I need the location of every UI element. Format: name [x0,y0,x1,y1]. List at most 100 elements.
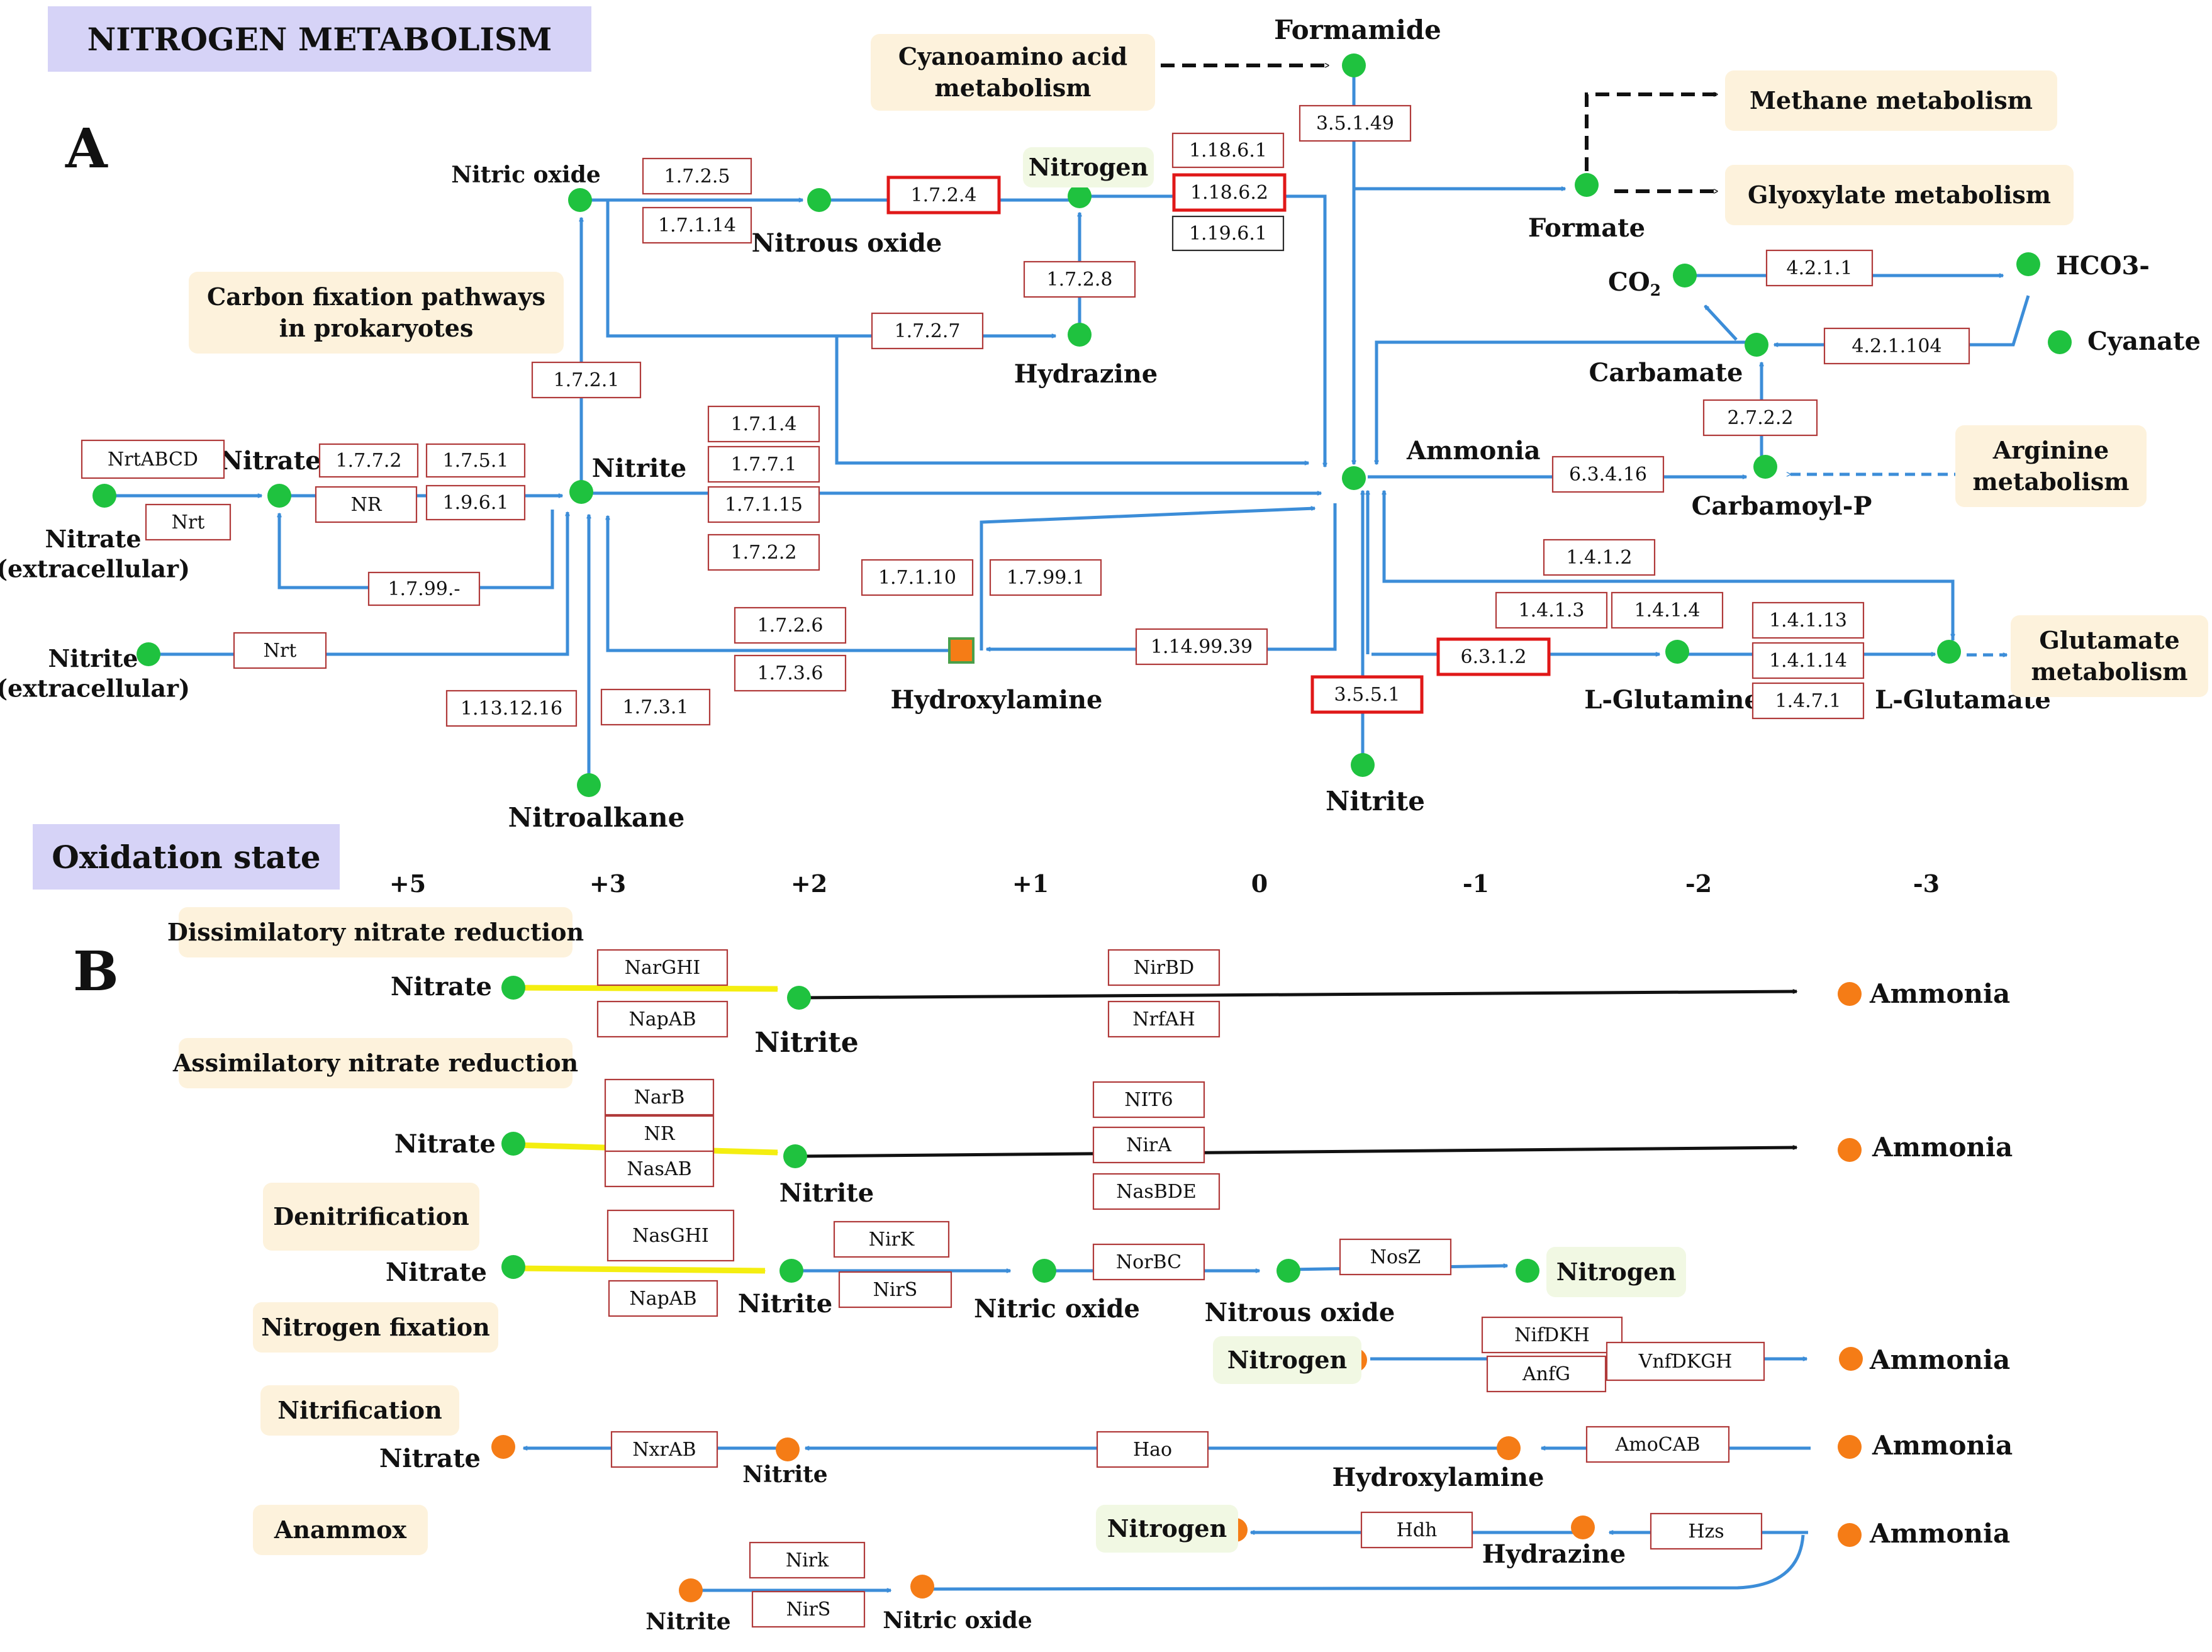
b-enzyme-nirs-anammox-label: NirS [786,1599,831,1621]
b-nit-nitrite-label: Nitrite [742,1461,827,1488]
enzyme-1-7-1-4-label: 1.7.1.4 [731,413,797,435]
enzyme-1-4-1-14: 1.4.1.14 [1751,642,1865,679]
b-enzyme-nosz: NosZ [1339,1238,1452,1276]
label-ext-nitrate: Nitrate(extracellular) [0,525,190,583]
node-nitrogen-pill: Nitrogen [1023,147,1154,187]
b-enzyme-nifdkh-label: NifDKH [1514,1324,1590,1346]
node-bottom-nitrite [1351,753,1375,777]
b-enzyme-nirs-label: NirS [873,1279,918,1301]
b-ass-ammonia-label: Ammonia [1872,1132,2013,1163]
arrow-ammonia-glutamate [1384,579,1953,638]
label-l-glutamine: L-Glutamine [1584,685,1760,715]
b-enzyme-hdh: Hdh [1360,1511,1473,1549]
enzyme-1-7-2-8-label: 1.7.2.8 [1047,269,1113,291]
b-enzyme-narghi-label: NarGHI [625,957,700,979]
diagram-title: NITROGEN METABOLISM [48,6,591,72]
b-enzyme-nr: NR [604,1115,715,1152]
b-enzyme-nasbde-label: NasBDE [1116,1181,1197,1203]
enzyme-4-2-1-104-label: 4.2.1.104 [1852,335,1941,357]
oxidation-state-title-text: Oxidation state [52,839,320,876]
b-enzyme-nasab: NasAB [604,1150,715,1188]
b-enzyme-norbc-label: NorBC [1116,1251,1181,1273]
enzyme-1-7-99-1-label: 1.7.99.1 [1007,567,1085,589]
b-denitrification-title: Denitrification [263,1183,479,1251]
enzyme-1-7-1-4: 1.7.1.4 [707,405,820,443]
node-ext-nitrate [92,484,116,508]
b-den-nitrousoxide-label: Nitrous oxide [1205,1298,1395,1327]
enzyme-1-7-99: 1.7.99.- [367,571,481,606]
b-enzyme-nira: NirA [1092,1126,1205,1164]
enzyme-1-7-2-4: 1.7.2.4 [886,176,1001,215]
enzyme-2-7-2-2: 2.7.2.2 [1702,399,1818,437]
label-cyanate: Cyanate [2087,326,2201,356]
label-ammonia: Ammonia [1406,436,1541,466]
b-fix-ammonia-node [1839,1347,1863,1371]
arrow-formate-methane [1585,94,1718,171]
enzyme-3-5-5-1: 3.5.5.1 [1310,675,1424,714]
label-nitrite: Nitrite [592,454,686,483]
b-enzyme-norbc: NorBC [1092,1243,1205,1281]
b-enzyme-nifdkh: NifDKH [1481,1316,1623,1354]
b-enzyme-hzs: Hzs [1650,1512,1763,1550]
b-dis-nitrate-node [501,976,525,1000]
b-enzyme-anfg: AnfG [1486,1355,1607,1393]
enzyme-4-2-1-1-label: 4.2.1.1 [1787,257,1853,279]
b-enzyme-nasab-label: NasAB [627,1158,691,1180]
b-enzyme-napab-1-label: NapAB [628,1008,696,1030]
b-den-nitrousoxide-node [1276,1259,1300,1283]
enzyme-4-2-1-104: 4.2.1.104 [1823,327,1970,365]
node-hydrazine [1068,323,1092,347]
enzyme-1-7-1-14-label: 1.7.1.14 [658,215,736,237]
label-bottom-nitrite: Nitrite [1326,786,1425,817]
enzyme-1-7-1-14: 1.7.1.14 [642,206,752,244]
b-dis-ammonia-label: Ammonia [1869,978,2010,1009]
b-nitrification-title: Nitrification [260,1385,459,1436]
b-fixation-title-label: Nitrogen fixation [261,1313,490,1341]
enzyme-1-9-6-1: 1.9.6.1 [425,484,526,521]
b-enzyme-nirs: NirS [838,1271,952,1309]
enzyme-nr-label: NR [351,494,383,516]
enzyme-1-7-1-10: 1.7.1.10 [861,559,974,596]
label-hydrazine: Hydrazine [1014,359,1158,389]
enzyme-1-7-7-2: 1.7.7.2 [318,443,419,478]
b-ana-nitricoxide-label: Nitric oxide [883,1607,1032,1634]
node-nitroalkane [577,773,601,797]
label-co2: CO2 [1608,267,1661,299]
label-nitric-oxide: Nitric oxide [451,162,601,188]
b-den-nitrate-node [501,1255,525,1279]
b-den-nitrogen-pill: Nitrogen [1546,1247,1686,1297]
arrow-carbamate-co2 [1704,304,1738,341]
enzyme-3-5-1-49-label: 3.5.1.49 [1316,113,1394,135]
enzyme-1-7-3-1-label: 1.7.3.1 [623,696,689,718]
line-1727-to-ammonia [835,336,1309,463]
oxidation-state-tick: -2 [1685,869,1712,898]
enzyme-1-18-6-2: 1.18.6.2 [1172,173,1287,212]
b-den-nitrite-label: Nitrite [738,1289,832,1319]
enzyme-1-7-2-6-label: 1.7.2.6 [757,615,824,637]
b-enzyme-nirs-anammox: NirS [751,1590,866,1628]
b-ass-nitrate-label: Nitrate [394,1129,496,1159]
enzyme-nrtabcd-label: NrtABCD [108,449,198,471]
enzyme-1-7-1-15-label: 1.7.1.15 [725,494,803,516]
pathway-methane: Methane metabolism [1725,70,2057,131]
b-nit-ammonia-label: Ammonia [1872,1430,2013,1461]
enzyme-1-7-1-10-label: 1.7.1.10 [878,567,956,589]
node-nitrous-oxide [807,188,831,212]
b-dis-ammonia-node [1838,982,1862,1006]
b-enzyme-napab-2-label: NapAB [629,1288,696,1310]
b-dis-nitrate-label: Nitrate [391,972,492,1002]
b-nit-ammonia-node [1838,1435,1862,1459]
b-enzyme-napab-1: NapAB [596,1000,729,1038]
b-ana-hydrazine-node [1571,1515,1595,1539]
enzyme-1-7-2-4-label: 1.7.2.4 [911,184,977,206]
enzyme-nrt-nitrite: Nrt [233,632,327,669]
arrow-hydroxylamine-nitrite [608,516,960,652]
label-hco3: HCO3- [2056,251,2150,281]
b-ana-hydrazine-label: Hydrazine [1482,1539,1626,1569]
enzyme-1-7-2-1-label: 1.7.2.1 [554,369,620,391]
enzyme-1-14-99-39-label: 1.14.99.39 [1151,636,1253,658]
